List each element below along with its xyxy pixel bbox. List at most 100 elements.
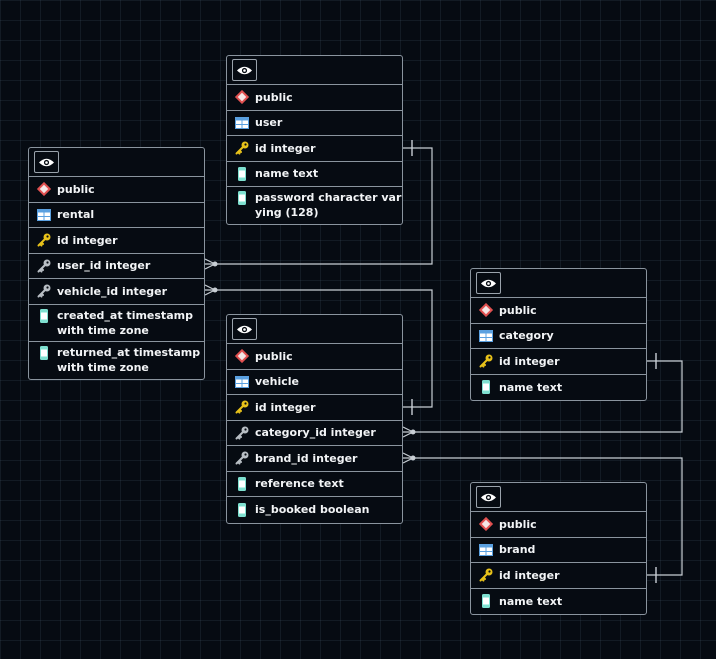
relation-vehicle-category[interactable] bbox=[402, 353, 683, 438]
column-icon bbox=[37, 345, 51, 360]
table-header bbox=[471, 483, 646, 512]
table-brand[interactable]: public brand id integer name text bbox=[470, 482, 647, 615]
table-name-row: brand bbox=[471, 538, 646, 563]
column-icon bbox=[235, 476, 249, 491]
column-label: is_booked boolean bbox=[255, 503, 370, 517]
column-row-is-booked[interactable]: is_booked boolean bbox=[227, 497, 402, 523]
eye-icon[interactable] bbox=[34, 151, 59, 173]
column-row-id[interactable]: id integer bbox=[471, 563, 646, 589]
column-row-password[interactable]: password character varying (128) bbox=[227, 187, 402, 224]
column-label: reference text bbox=[255, 477, 344, 491]
column-row-brand-id[interactable]: brand_id integer bbox=[227, 446, 402, 472]
schema-name: public bbox=[255, 349, 293, 363]
schema-row: public bbox=[29, 177, 204, 203]
diamond-icon bbox=[235, 90, 249, 105]
column-label: brand_id integer bbox=[255, 451, 358, 465]
key-icon bbox=[479, 354, 493, 368]
column-label: vehicle_id integer bbox=[57, 284, 168, 298]
key-icon bbox=[235, 141, 249, 155]
schema-name: public bbox=[255, 90, 293, 104]
column-row-created-at[interactable]: created_at timestamp with time zone bbox=[29, 305, 204, 342]
key-icon bbox=[479, 568, 493, 582]
column-row-user-id[interactable]: user_id integer bbox=[29, 254, 204, 279]
column-row-returned-at[interactable]: returned_at timestamp with time zone bbox=[29, 342, 204, 379]
table-name: vehicle bbox=[255, 375, 299, 389]
table-name: user bbox=[255, 116, 283, 130]
diamond-icon bbox=[235, 349, 249, 364]
column-label: id integer bbox=[255, 400, 316, 414]
table-icon bbox=[235, 375, 249, 389]
table-name-row: category bbox=[471, 324, 646, 349]
table-name-row: rental bbox=[29, 203, 204, 228]
key-icon bbox=[37, 284, 51, 298]
schema-name: public bbox=[499, 303, 537, 317]
schema-row: public bbox=[227, 344, 402, 370]
column-row-category-id[interactable]: category_id integer bbox=[227, 421, 402, 446]
column-row-id[interactable]: id integer bbox=[227, 136, 402, 162]
diamond-icon bbox=[479, 517, 493, 532]
column-icon bbox=[235, 502, 249, 517]
table-category[interactable]: public category id integer name text bbox=[470, 268, 647, 401]
column-label: returned_at timestamp with time zone bbox=[57, 345, 201, 374]
column-row-id[interactable]: id integer bbox=[227, 395, 402, 421]
table-header bbox=[227, 315, 402, 344]
eye-icon[interactable] bbox=[232, 59, 257, 81]
table-icon bbox=[37, 208, 51, 222]
relation-vehicle-brand[interactable] bbox=[402, 452, 683, 583]
column-label: id integer bbox=[57, 233, 118, 247]
eye-icon[interactable] bbox=[476, 272, 501, 294]
column-label: name text bbox=[499, 594, 563, 608]
table-name-row: vehicle bbox=[227, 370, 402, 395]
column-label: category_id integer bbox=[255, 426, 376, 440]
relation-rental-user[interactable] bbox=[204, 140, 433, 270]
schema-row: public bbox=[227, 85, 402, 111]
schema-row: public bbox=[471, 512, 646, 538]
column-icon bbox=[235, 166, 249, 181]
table-name-row: user bbox=[227, 111, 402, 136]
schema-row: public bbox=[471, 298, 646, 324]
table-vehicle[interactable]: public vehicle id integer category_id in… bbox=[226, 314, 403, 524]
column-row-name[interactable]: name text bbox=[471, 589, 646, 615]
column-label: id integer bbox=[255, 141, 316, 155]
table-user[interactable]: public user id integer name text passwor… bbox=[226, 55, 403, 225]
table-header bbox=[29, 148, 204, 177]
column-label: id integer bbox=[499, 568, 560, 582]
eye-icon[interactable] bbox=[476, 486, 501, 508]
column-label: name text bbox=[499, 380, 563, 394]
table-icon bbox=[479, 329, 493, 343]
table-header bbox=[471, 269, 646, 298]
column-row-reference[interactable]: reference text bbox=[227, 472, 402, 497]
eye-icon[interactable] bbox=[232, 318, 257, 340]
table-name: brand bbox=[499, 543, 536, 557]
column-icon bbox=[235, 191, 249, 205]
column-label: id integer bbox=[499, 354, 560, 368]
column-row-name[interactable]: name text bbox=[227, 162, 402, 187]
diamond-icon bbox=[479, 303, 493, 318]
table-icon bbox=[235, 116, 249, 130]
table-rental[interactable]: public rental id integer user_id integer… bbox=[28, 147, 205, 380]
column-icon bbox=[479, 380, 493, 395]
table-name: category bbox=[499, 329, 554, 343]
key-icon bbox=[37, 259, 51, 273]
table-name: rental bbox=[57, 208, 95, 222]
table-header bbox=[227, 56, 402, 85]
column-label: name text bbox=[255, 167, 319, 181]
column-label: created_at timestamp with time zone bbox=[57, 308, 193, 337]
column-icon bbox=[37, 308, 51, 323]
column-row-name[interactable]: name text bbox=[471, 375, 646, 401]
column-row-vehicle-id[interactable]: vehicle_id integer bbox=[29, 279, 204, 305]
diamond-icon bbox=[37, 182, 51, 197]
column-icon bbox=[479, 594, 493, 609]
relation-rental-vehicle[interactable] bbox=[204, 284, 433, 415]
key-icon bbox=[235, 426, 249, 440]
column-label: password character varying (128) bbox=[255, 191, 402, 219]
schema-name: public bbox=[499, 517, 537, 531]
schema-name: public bbox=[57, 182, 95, 196]
column-row-id[interactable]: id integer bbox=[471, 349, 646, 375]
table-icon bbox=[479, 543, 493, 557]
key-icon bbox=[235, 400, 249, 414]
column-row-id[interactable]: id integer bbox=[29, 228, 204, 254]
key-icon bbox=[37, 233, 51, 247]
